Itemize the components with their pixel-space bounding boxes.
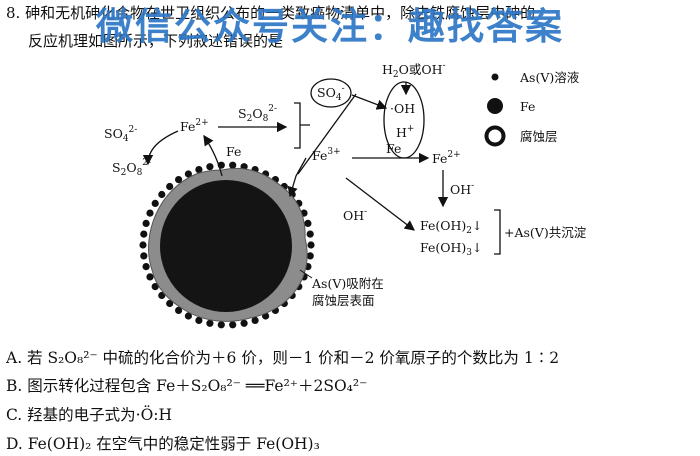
as-v-dot — [175, 176, 183, 184]
h2o-oh-label: H2O或OH- — [382, 61, 446, 80]
as-v-dot — [139, 241, 147, 249]
bracket-hydroxides — [494, 209, 501, 255]
as-v-dot — [229, 161, 237, 169]
arrow-to-hydroxides — [345, 177, 416, 231]
s2o8-left-label: S2O82- — [112, 158, 151, 178]
as-v-dot — [307, 241, 315, 249]
as-v-dot — [142, 263, 150, 271]
arrow-fe-up — [203, 134, 223, 177]
as-v-dot — [151, 199, 159, 207]
as-v-dot — [158, 291, 166, 300]
watermark: 微信公众号关注：趣找答案 — [96, 5, 564, 48]
question-stem-line2: 反应机理如图所示，下列叙述错误的是 — [28, 32, 284, 50]
as-v-dot — [184, 312, 192, 320]
oh-radical-label: ·OH — [390, 101, 415, 116]
as-v-dot — [251, 316, 259, 324]
h-plus-label: H+ — [396, 124, 414, 140]
as-v-dot — [142, 219, 150, 227]
legend-fe-label: Fe — [520, 99, 535, 114]
arrow-fe3-to-particle — [287, 157, 307, 198]
iron-core — [160, 180, 292, 312]
adsorb-label-2: 腐蚀层表面 — [312, 293, 375, 308]
as-v-dot — [166, 299, 174, 308]
as-v-dot — [195, 316, 203, 324]
legend-corrosion-label: 腐蚀层 — [520, 129, 558, 144]
line-fe3-connector — [297, 93, 357, 175]
as-v-dot — [206, 319, 214, 327]
as-v-dot — [240, 319, 248, 327]
as-v-dot — [184, 170, 192, 178]
so4-radical-circle — [310, 78, 352, 108]
as-v-dot — [146, 209, 154, 217]
feoh3-label: Fe(OH)3↓ — [420, 240, 483, 258]
option-d: D. Fe(OH)₂ 在空气中的稳定性弱于 Fe(OH)₃ — [6, 435, 320, 453]
as-v-dot — [206, 163, 214, 171]
adsorb-label-1: As(V)吸附在 — [311, 276, 384, 291]
as-v-dot — [158, 190, 166, 199]
iron-particle — [139, 161, 315, 329]
option-b: B. 图示转化过程包含 Fe＋S₂O₈²⁻ ══Fe²⁺＋2SO₄²⁻ — [6, 377, 368, 395]
feoh2-label: Fe(OH)2↓ — [420, 218, 483, 236]
legend-as-v-label: As(V)溶液 — [519, 70, 580, 85]
as-v-dot — [304, 219, 312, 227]
as-v-dot — [175, 306, 183, 314]
legend: As(V)溶液 Fe 腐蚀层 — [484, 70, 580, 147]
coprecip-label: +As(V)共沉淀 — [504, 225, 587, 240]
as-v-dot — [306, 252, 314, 260]
adsorb-pointer — [299, 269, 313, 279]
so4-radical-label: SO4- — [317, 84, 345, 103]
as-v-dot — [146, 273, 154, 281]
as-v-dot — [166, 182, 174, 191]
as-v-dot — [306, 230, 314, 238]
fe-arrow-label: Fe — [386, 141, 401, 156]
oh-right-label: OH- — [450, 181, 474, 197]
as-v-dot — [217, 321, 225, 329]
legend-as-v-dot — [491, 73, 499, 81]
legend-fe-dot — [487, 98, 503, 114]
fe2-left-label: Fe2+ — [180, 118, 209, 134]
as-v-dot — [151, 283, 159, 291]
question-stem-line1: 8. 砷和无机砷化合物在世卫组织公布的一类致癌物清单中，除去铁腐蚀层中砷的 — [6, 4, 536, 22]
fe-left-label: Fe — [226, 144, 241, 159]
as-v-dot — [195, 166, 203, 174]
as-v-dot — [140, 230, 148, 238]
option-c: C. 羟基的电子式为·Ö:H — [6, 406, 173, 424]
oh-left-label: OH- — [343, 207, 367, 223]
so4-left-label: SO42- — [104, 125, 137, 144]
bracket-right — [294, 102, 310, 149]
fe3-label: Fe3+ — [312, 147, 341, 163]
arrow-to-oh — [351, 94, 388, 110]
legend-corrosion-ring — [484, 125, 506, 147]
arrow-fe2-to-left — [142, 130, 179, 166]
fe2-right-label: Fe2+ — [432, 150, 461, 166]
as-v-dot — [140, 252, 148, 260]
option-a: A. 若 S₂O₈²⁻ 中硫的化合价为＋6 价，则－1 价和－2 价氧原子的个数… — [6, 349, 560, 367]
s2o8-top-label: S2O82- — [238, 104, 277, 124]
as-v-dot — [229, 321, 237, 329]
